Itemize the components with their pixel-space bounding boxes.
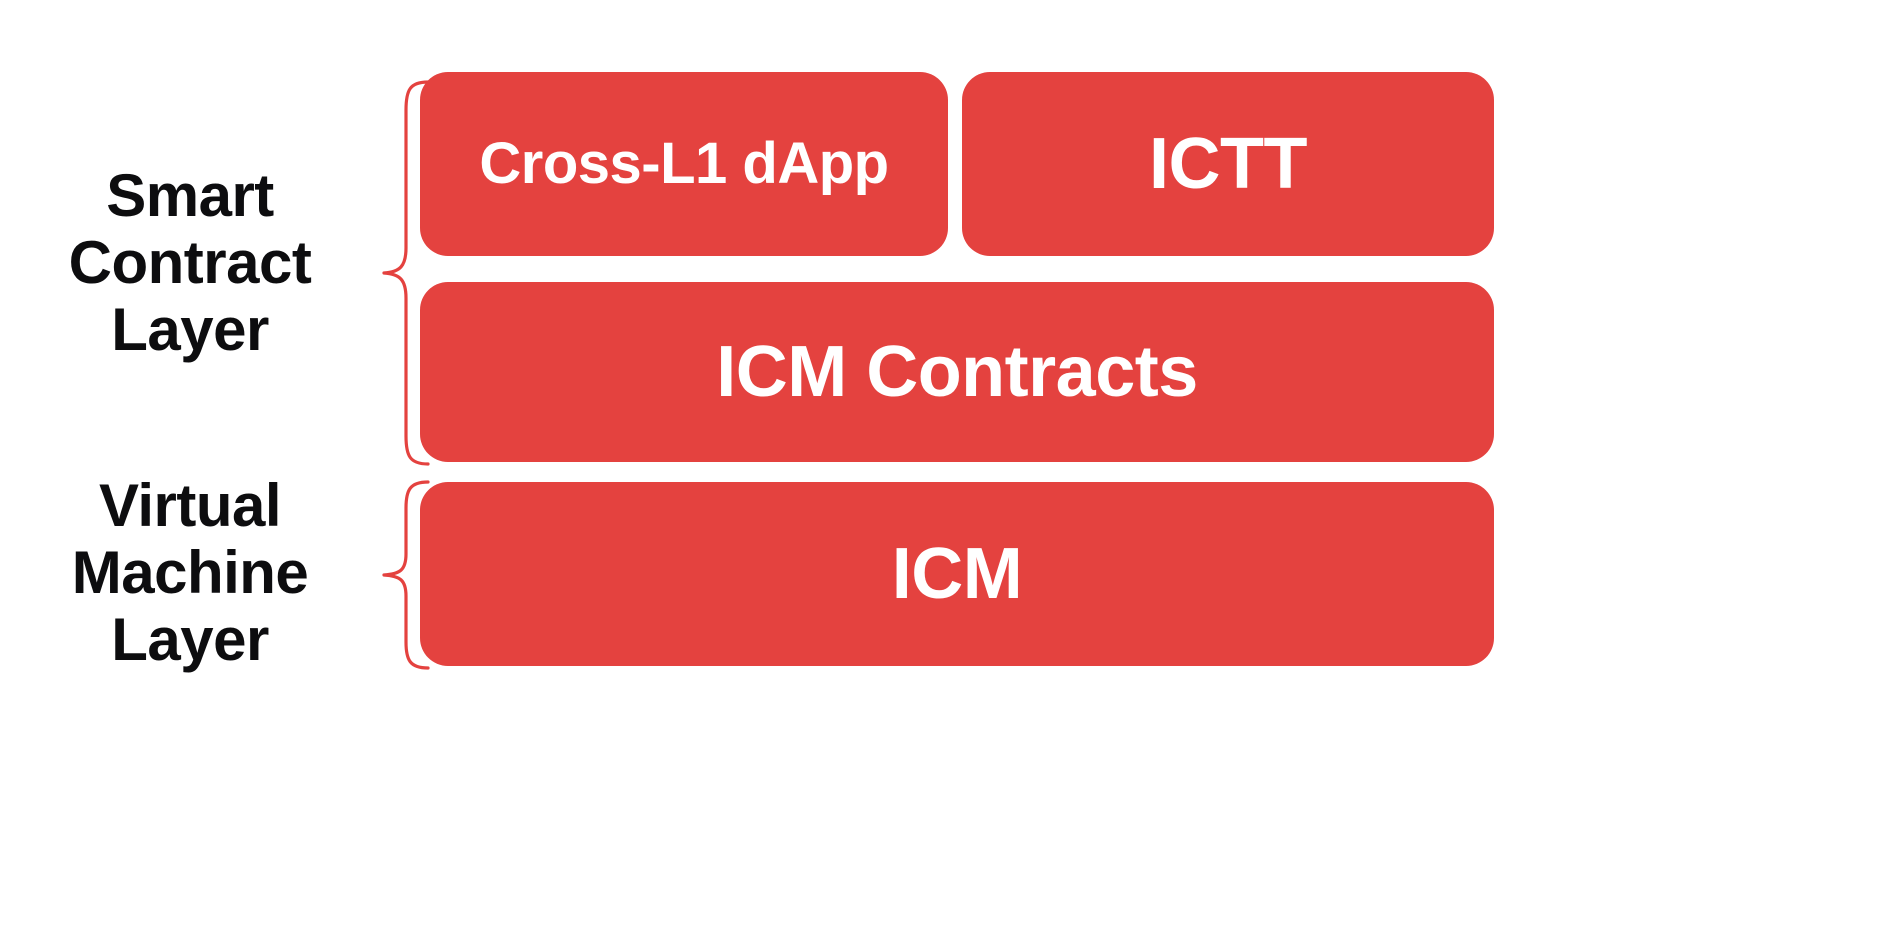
group-label-smart-contract-layer: Smart Contract Layer	[68, 162, 312, 364]
box-label-cross-l1-dapp: Cross-L1 dApp	[479, 131, 889, 196]
group-label-virtual-machine-layer: Virtual Machine Layer	[71, 472, 309, 674]
box-label-ictt: ICTT	[1149, 124, 1307, 204]
box-label-icm: ICM	[891, 534, 1023, 614]
curly-brace-icon-virtual-machine	[382, 480, 430, 670]
box-icm-contracts[interactable]: ICM Contracts	[420, 282, 1494, 462]
box-cross-l1-dapp[interactable]: Cross-L1 dApp	[420, 72, 948, 256]
box-icm[interactable]: ICM	[420, 482, 1494, 666]
curly-brace-icon-smart-contract	[382, 80, 430, 466]
box-ictt[interactable]: ICTT	[962, 72, 1494, 256]
box-label-icm-contracts: ICM Contracts	[716, 332, 1198, 412]
